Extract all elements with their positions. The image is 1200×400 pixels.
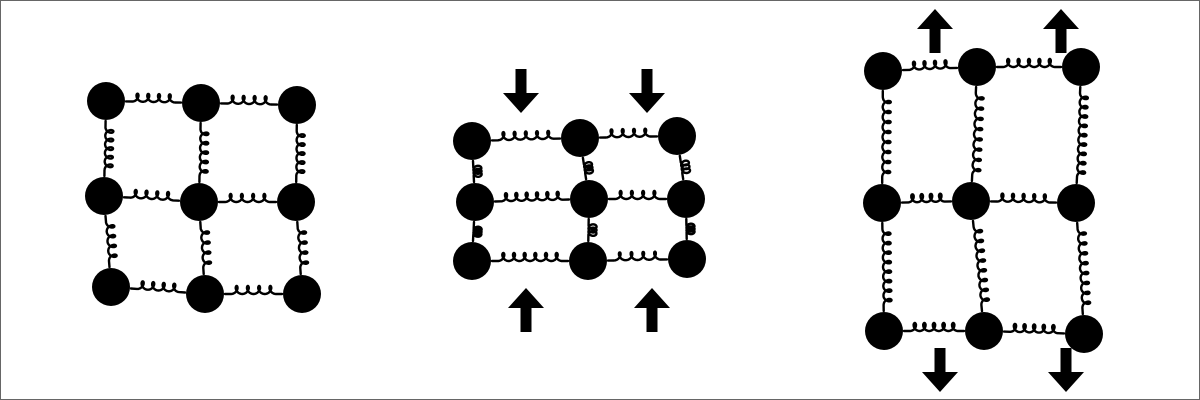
mass-node [958,48,996,86]
spring-vertical [199,220,213,276]
lattice-panel-equilibrium [85,82,321,313]
spring-horizontal [1002,322,1066,335]
mass-node [453,122,491,160]
spring-horizontal [598,127,659,139]
mass-node [658,117,696,155]
mass-node [668,240,706,278]
spring-vertical [971,219,991,313]
spring-horizontal [607,189,668,201]
mass-node [456,183,494,221]
spring-horizontal [902,321,966,333]
mass-node [561,119,599,157]
mass-node [569,242,607,280]
spring-horizontal [223,284,284,296]
mass-node [277,183,315,221]
spring-horizontal [217,192,278,204]
arrow-down-icon [629,69,665,113]
lattice-panel-stretched [863,9,1103,392]
spring-vertical [581,156,595,181]
mass-node [864,52,902,90]
arrow-up-icon [1043,9,1079,53]
mass-node [180,183,218,221]
mass-node [85,177,123,215]
mass-node [863,184,901,222]
mass-node [87,82,125,120]
arrow-up-icon [634,288,670,332]
spring-horizontal [901,59,959,72]
arrow-down-icon [922,348,958,392]
arrow-up-icon [508,288,544,332]
mass-node [865,312,903,350]
mass-node [667,180,705,218]
spring-vertical [881,221,893,313]
spring-horizontal [490,251,570,263]
spring-horizontal [493,190,571,203]
mass-node [1062,48,1100,86]
mass-node [453,242,491,280]
spring-horizontal [122,188,181,202]
spring-vertical [103,119,115,178]
spring-vertical [1076,221,1092,316]
arrow-down-icon [503,69,539,113]
spring-horizontal [606,250,669,262]
spring-vertical [587,217,598,243]
spring-vertical [198,121,210,184]
mass-node [283,275,321,313]
lattice-panel-compressed [453,69,706,332]
spring-horizontal [989,192,1058,204]
mass-node [952,182,990,220]
spring-vertical [296,220,310,276]
mass-node [1065,315,1103,353]
mass-node [92,268,130,306]
arrow-up-icon [917,9,953,53]
spring-horizontal [124,92,183,104]
mass-node [278,86,316,124]
spring-vertical [104,214,118,269]
mass-node [182,84,220,122]
spring-vertical [678,154,692,181]
spring-vertical [295,123,306,184]
spring-vertical [685,217,696,241]
mass-node [965,312,1003,350]
spring-horizontal [490,129,562,142]
spring-horizontal [900,192,953,204]
spring-vertical [881,89,892,185]
spring-horizontal [129,280,187,294]
spring-vertical [471,220,483,243]
spring-vertical [471,159,483,184]
mass-node [1057,184,1095,222]
spring-horizontal [219,94,279,106]
mass-node [570,180,608,218]
spring-vertical [970,85,985,183]
spring-vertical [1075,85,1089,185]
arrow-down-icon [1048,348,1084,392]
mass-node [186,275,224,313]
spring-horizontal [995,57,1063,69]
